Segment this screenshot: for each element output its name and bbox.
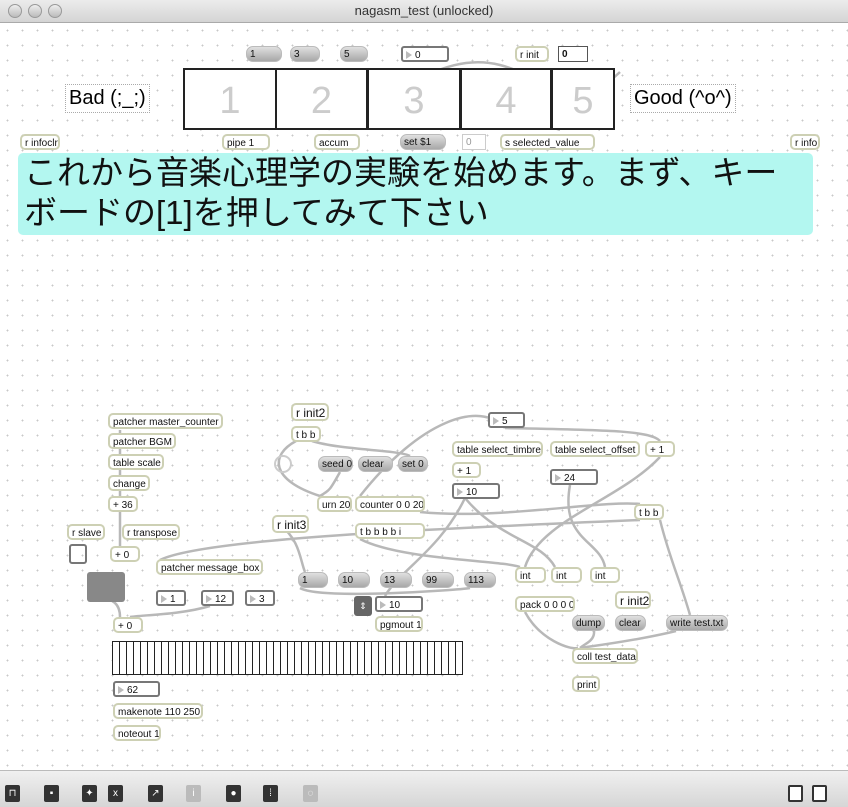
plus-0[interactable]: + 0 [113,617,143,633]
presentation-icon[interactable]: ↗ [148,785,163,802]
number-box-program[interactable]: 10 [375,596,423,612]
counter-object[interactable]: counter 0 0 20 [355,496,425,512]
keyboard-slider[interactable] [112,641,463,675]
message-5[interactable]: 5 [340,46,368,62]
pipe-object[interactable]: pipe 1 [222,134,270,150]
big-number-1[interactable]: 1 [183,68,277,130]
new-object-icon[interactable]: ▪ [44,785,59,802]
coll-object[interactable]: coll test_data [572,648,638,664]
trigger-bbbbi[interactable]: t b b b b i [355,523,425,539]
change-object[interactable]: change [108,475,150,491]
zoom-button[interactable] [48,4,62,18]
lock-icon[interactable]: ⊓ [5,785,20,802]
number-box-1[interactable]: 1 [156,590,186,606]
number-box-0c[interactable]: 0 [558,46,588,62]
patcher-message-box[interactable]: patcher message_box [156,559,263,575]
close-button[interactable] [8,4,22,18]
number-box-3[interactable]: 3 [245,590,275,606]
program-10-message[interactable]: 10 [338,572,370,588]
patcher-bgm[interactable]: patcher BGM [108,433,176,449]
write-message[interactable]: write test.txt [666,615,728,631]
instruction-comment: これから音楽心理学の実験を始めます。まず、キーボードの[1]を押してみて下さい [18,153,813,235]
bad-comment: Bad (;_;) [65,84,150,113]
number-box-5[interactable]: 5 [488,412,525,428]
program-99-message[interactable]: 99 [422,572,454,588]
number-box-12[interactable]: 12 [201,590,234,606]
message-3[interactable]: 3 [290,46,320,62]
program-13-message[interactable]: 13 [380,572,412,588]
receive-info[interactable]: r info [790,134,820,150]
send-selected-value[interactable]: s selected_value [500,134,595,150]
bottom-toolbar: ⊓ ▪ ✦ x ↗ i ● ⁞ ◌ [0,770,848,807]
set-message[interactable]: set $1 [400,134,446,150]
patching-mode-icon[interactable] [788,785,803,802]
print-object[interactable]: print [572,676,600,692]
noteout-object[interactable]: noteout 1 [113,725,161,741]
number-box-62[interactable]: 62 [113,681,160,697]
pack-object[interactable]: pack 0 0 0 0 [515,596,575,612]
inspector-icon[interactable]: i [186,785,201,802]
receive-init2[interactable]: r init2 [291,403,329,421]
seed-message[interactable]: seed 0 [318,456,353,472]
big-number-3[interactable]: 3 [367,68,461,130]
good-comment: Good (^o^) [630,84,736,113]
receive-transpose[interactable]: r transpose [122,524,180,540]
updown-icon[interactable]: ⇕ [354,596,372,616]
title-bar: nagasm_test (unlocked) [0,0,848,23]
number-box-10[interactable]: 10 [452,483,500,499]
minimize-button[interactable] [28,4,42,18]
plus-36[interactable]: + 36 [108,496,138,512]
presentation-mode-icon[interactable] [812,785,827,802]
big-number-4[interactable]: 4 [460,68,552,130]
clear-coll-message[interactable]: clear [615,615,646,631]
receive-init3[interactable]: r init3 [272,515,309,533]
debug-icon[interactable]: ◌ [303,785,318,802]
int-3[interactable]: int [590,567,620,583]
makenote-object[interactable]: makenote 110 250 [113,703,203,719]
clear-icon[interactable]: x [108,785,123,802]
table-select-timbre[interactable]: table select_timbre [452,441,543,457]
clear-message[interactable]: clear [358,456,393,472]
receive-infoclr[interactable]: r infoclr [20,134,60,150]
grid-icon[interactable]: ⁞ [263,785,278,802]
big-number-5[interactable]: 5 [551,68,615,130]
window-title: nagasm_test (unlocked) [354,3,494,18]
message-1[interactable]: 1 [246,46,282,62]
dump-message[interactable]: dump [572,615,605,631]
int-1[interactable]: int [515,567,546,583]
big-number-2[interactable]: 2 [275,68,368,130]
set-0-message[interactable]: set 0 [398,456,428,472]
accum-object[interactable]: accum [314,134,360,150]
table-select-offset[interactable]: table select_offset [550,441,640,457]
receive-slave[interactable]: r slave [67,524,105,540]
pgmout-object[interactable]: pgmout 1 [375,616,423,632]
bang-button[interactable] [274,455,292,473]
number-box-24[interactable]: 24 [550,469,598,485]
plus-1-right[interactable]: + 1 [645,441,675,457]
number-box-0b[interactable]: 0 [462,134,486,150]
int-2[interactable]: int [551,567,582,583]
gswitch[interactable] [87,572,125,602]
connect-icon[interactable]: ● [226,785,241,802]
trigger-bb[interactable]: t b b [291,426,321,442]
palette-icon[interactable]: ✦ [82,785,97,802]
trigger-bb-right[interactable]: t b b [634,504,664,520]
number-box-0[interactable]: 0 [401,46,449,62]
urn-object[interactable]: urn 20 [317,496,352,512]
table-scale[interactable]: table scale [108,454,164,470]
receive-init[interactable]: r init [515,46,549,62]
program-113-message[interactable]: 113 [464,572,496,588]
plus-1[interactable]: + 1 [452,462,481,478]
receive-init2-right[interactable]: r init2 [615,591,651,609]
toggle[interactable] [69,544,87,564]
program-1-message[interactable]: 1 [298,572,328,588]
plus-0-transpose[interactable]: + 0 [110,546,140,562]
patcher-master-counter[interactable]: patcher master_counter [108,413,223,429]
